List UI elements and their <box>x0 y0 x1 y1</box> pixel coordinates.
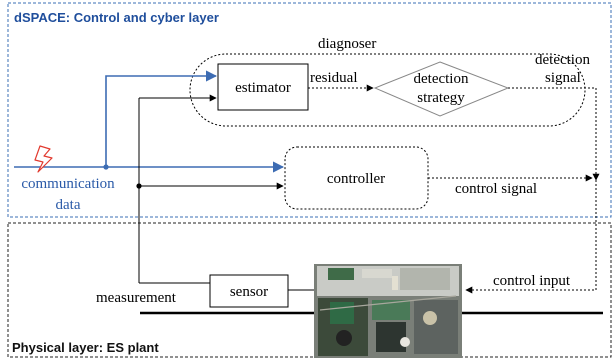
detection-strategy-block <box>373 61 510 117</box>
communication-label-2: data <box>56 197 81 213</box>
residual-label: residual <box>310 70 357 86</box>
sensor-label: sensor <box>230 284 268 300</box>
control-signal-label: control signal <box>455 181 537 197</box>
detection-signal-label-1: detection <box>535 52 590 68</box>
detection-signal-line <box>508 87 600 181</box>
cyber-layer-box <box>7 2 612 218</box>
cyber-layer-title: dSPACE: Control and cyber layer <box>14 10 219 25</box>
electronics-board-photo <box>314 264 462 358</box>
estimator-label: estimator <box>235 80 291 96</box>
sensor-block <box>209 274 289 308</box>
estimator-block <box>217 63 309 111</box>
detection-signal-label-2: signal <box>545 70 581 86</box>
communication-to-estimator-arrow <box>105 70 218 167</box>
controller-label: controller <box>327 171 385 187</box>
physical-layer-title: Physical layer: ES plant <box>12 340 159 355</box>
detection-strategy-label-1: detection <box>414 71 469 87</box>
measurement-label: measurement <box>96 290 177 306</box>
control-input-line <box>465 180 597 294</box>
physical-layer-box <box>7 222 612 358</box>
control-input-label: control input <box>493 273 571 289</box>
lightning-bolt-icon <box>34 145 53 173</box>
diagnoser-label: diagnoser <box>318 36 376 52</box>
diagnoser-box <box>189 53 586 127</box>
detection-strategy-label-2: strategy <box>417 90 465 106</box>
communication-label-1: communication <box>21 176 115 192</box>
